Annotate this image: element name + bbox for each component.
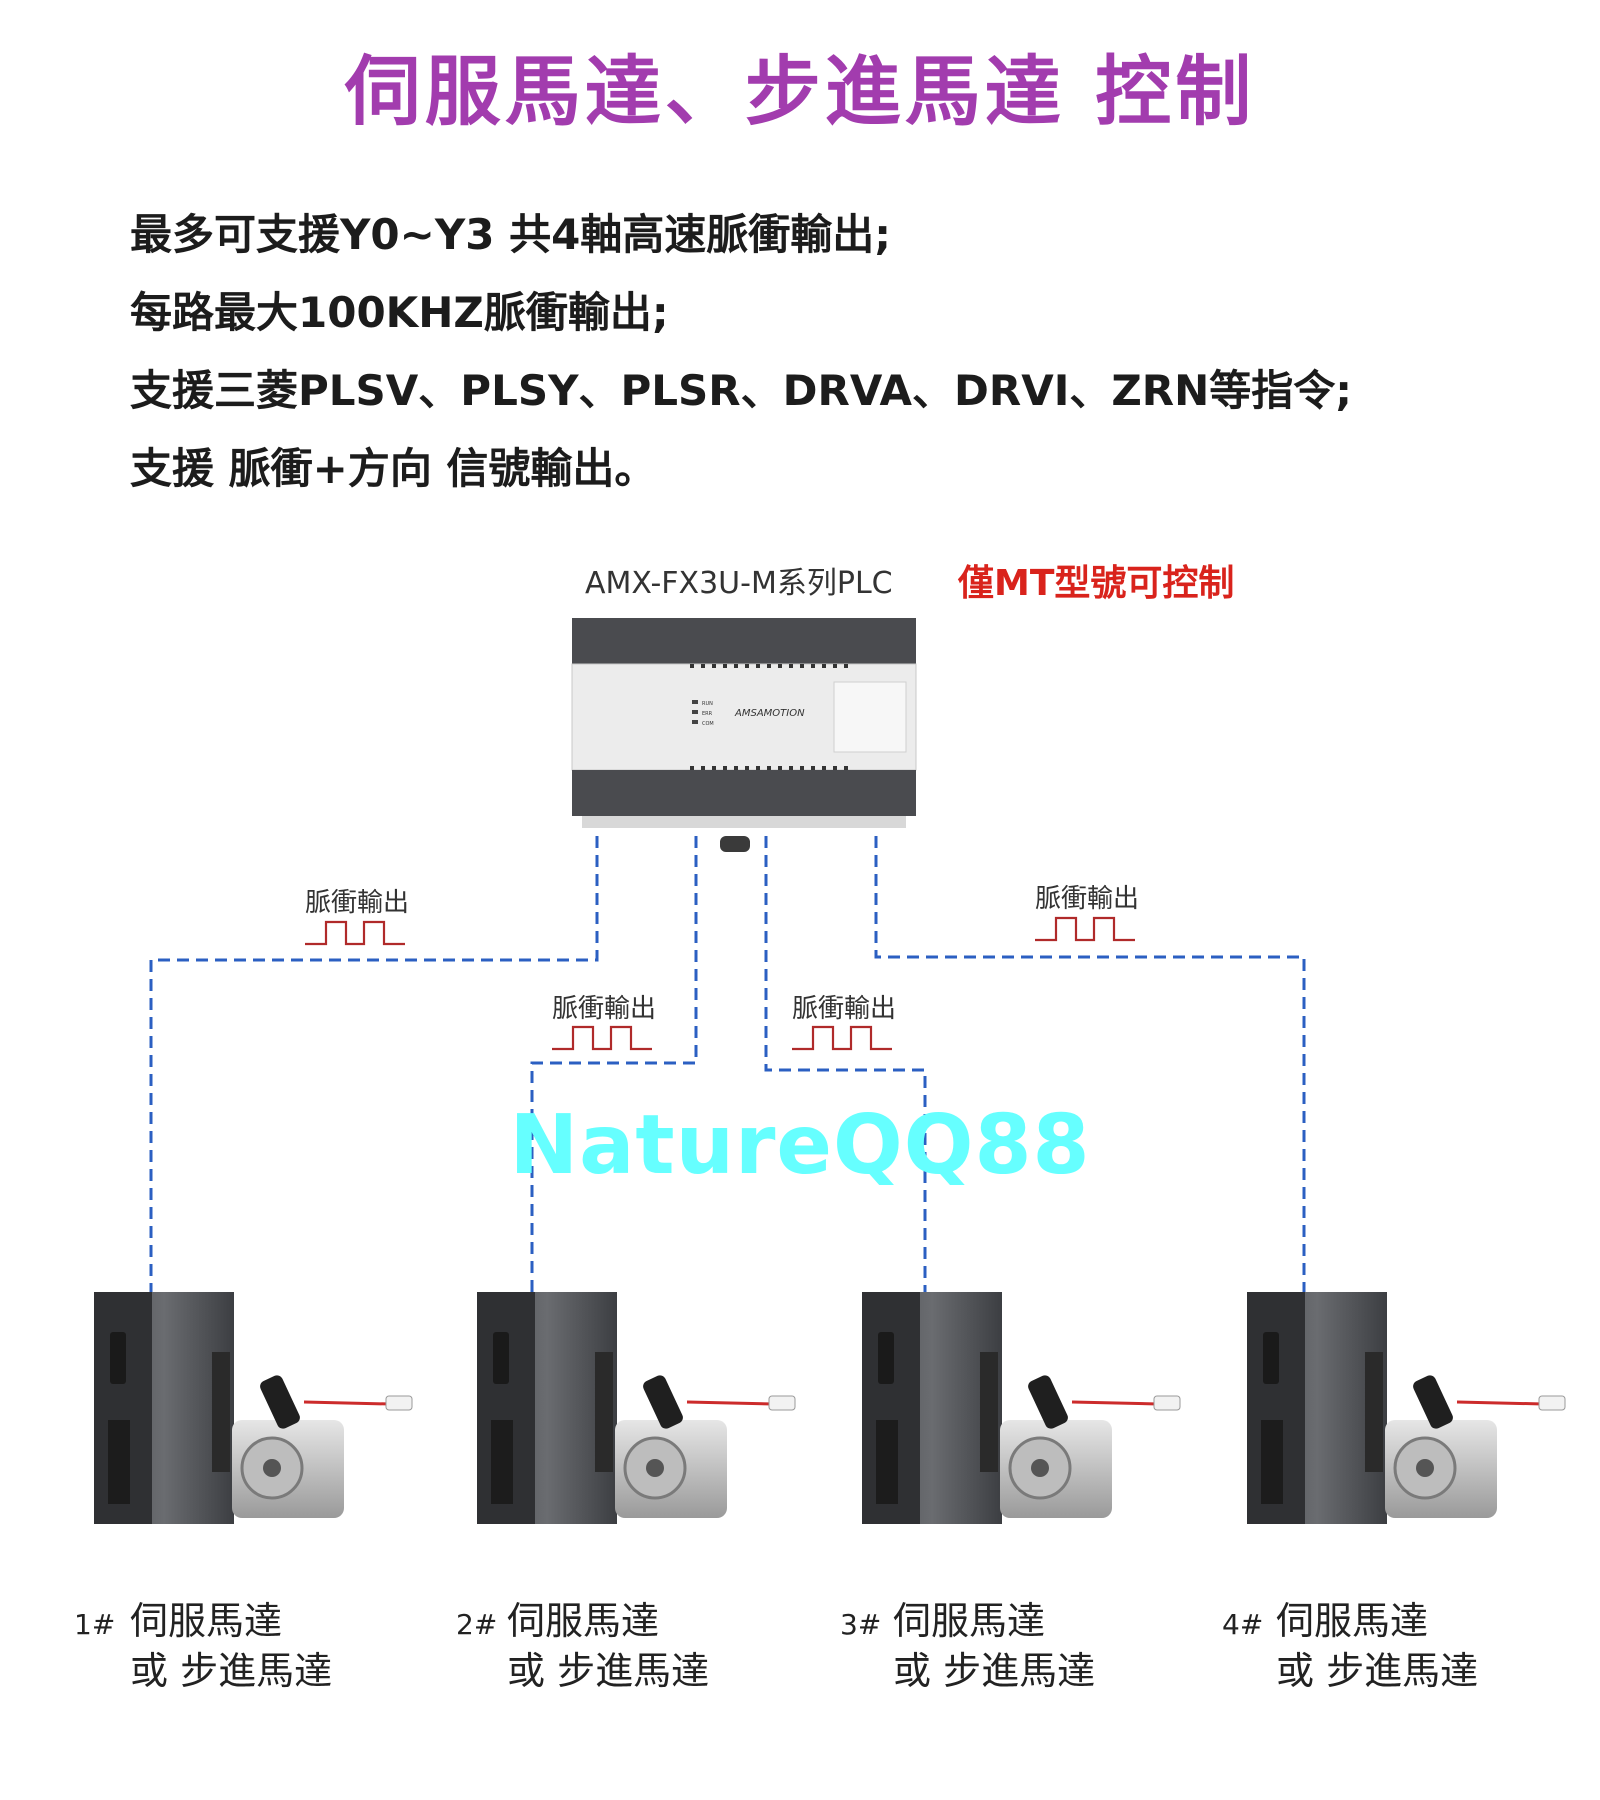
- page-title: 伺服馬達、步進馬達 控制: [344, 47, 1256, 136]
- plc-note: 僅MT型號可控制: [958, 563, 1235, 604]
- plc-led-label: ERR: [702, 711, 713, 717]
- motor-type-label: 伺服馬達: [507, 1599, 660, 1643]
- pulse-label-3: 脈衝輸出: [792, 994, 897, 1024]
- pulse-line-3: [764, 836, 927, 1292]
- pulse-wave-icon: [1035, 916, 1135, 942]
- servo-unit-1: [94, 1292, 413, 1524]
- pulse-waveforms: [305, 916, 1135, 1051]
- pulse-wave-icon: [792, 1025, 892, 1051]
- plc-led-label: COM: [702, 721, 714, 727]
- pulse-label-4: 脈衝輸出: [1035, 884, 1140, 914]
- plc-brand: AMSAMOTION: [734, 708, 805, 719]
- pulse-lines: [149, 836, 1306, 1292]
- feature-item: 每路最大100KHZ脈衝輸出;: [130, 288, 669, 337]
- motor-alt-label: 或 步進馬達: [507, 1649, 710, 1693]
- motor-alt-label: 或 步進馬達: [893, 1649, 1096, 1693]
- pulse-wave-icon: [552, 1025, 652, 1051]
- motor-type-label: 伺服馬達: [1276, 1599, 1429, 1643]
- plc-label: AMX-FX3U-M系列PLC: [585, 566, 893, 601]
- feature-list: 最多可支援Y0~Y3 共4軸高速脈衝輸出; 每路最大100KHZ脈衝輸出; 支援…: [130, 196, 1352, 508]
- pulse-label-2: 脈衝輸出: [552, 994, 657, 1024]
- servo-unit-4: [1247, 1292, 1566, 1524]
- motor-number: 2#: [456, 1608, 498, 1641]
- pulse-line-4: [874, 836, 1306, 1292]
- feature-item: 支援三菱PLSV、PLSY、PLSR、DRVA、DRVI、ZRN等指令;: [130, 366, 1353, 415]
- plc-device: [571, 618, 917, 852]
- feature-item: 最多可支援Y0~Y3 共4軸高速脈衝輸出;: [130, 210, 892, 259]
- watermark: NatureQQ88: [509, 1098, 1091, 1193]
- motor-type-label: 伺服馬達: [893, 1599, 1046, 1643]
- motor-number: 3#: [840, 1608, 882, 1641]
- motor-alt-label: 或 步進馬達: [1276, 1649, 1479, 1693]
- motor-number: 4#: [1222, 1608, 1264, 1641]
- feature-item: 支援 脈衝+方向 信號輸出。: [130, 444, 657, 493]
- motor-type-label: 伺服馬達: [130, 1599, 283, 1643]
- pulse-line-1: [149, 836, 599, 1292]
- servo-unit-2: [477, 1292, 796, 1524]
- motor-number: 1#: [74, 1608, 116, 1641]
- plc-led-label: RUN: [702, 701, 713, 707]
- pulse-wave-icon: [305, 920, 405, 946]
- pulse-label-1: 脈衝輸出: [305, 888, 410, 918]
- motor-alt-label: 或 步進馬達: [130, 1649, 333, 1693]
- pulse-line-2: [530, 836, 698, 1292]
- servo-unit-3: [862, 1292, 1181, 1524]
